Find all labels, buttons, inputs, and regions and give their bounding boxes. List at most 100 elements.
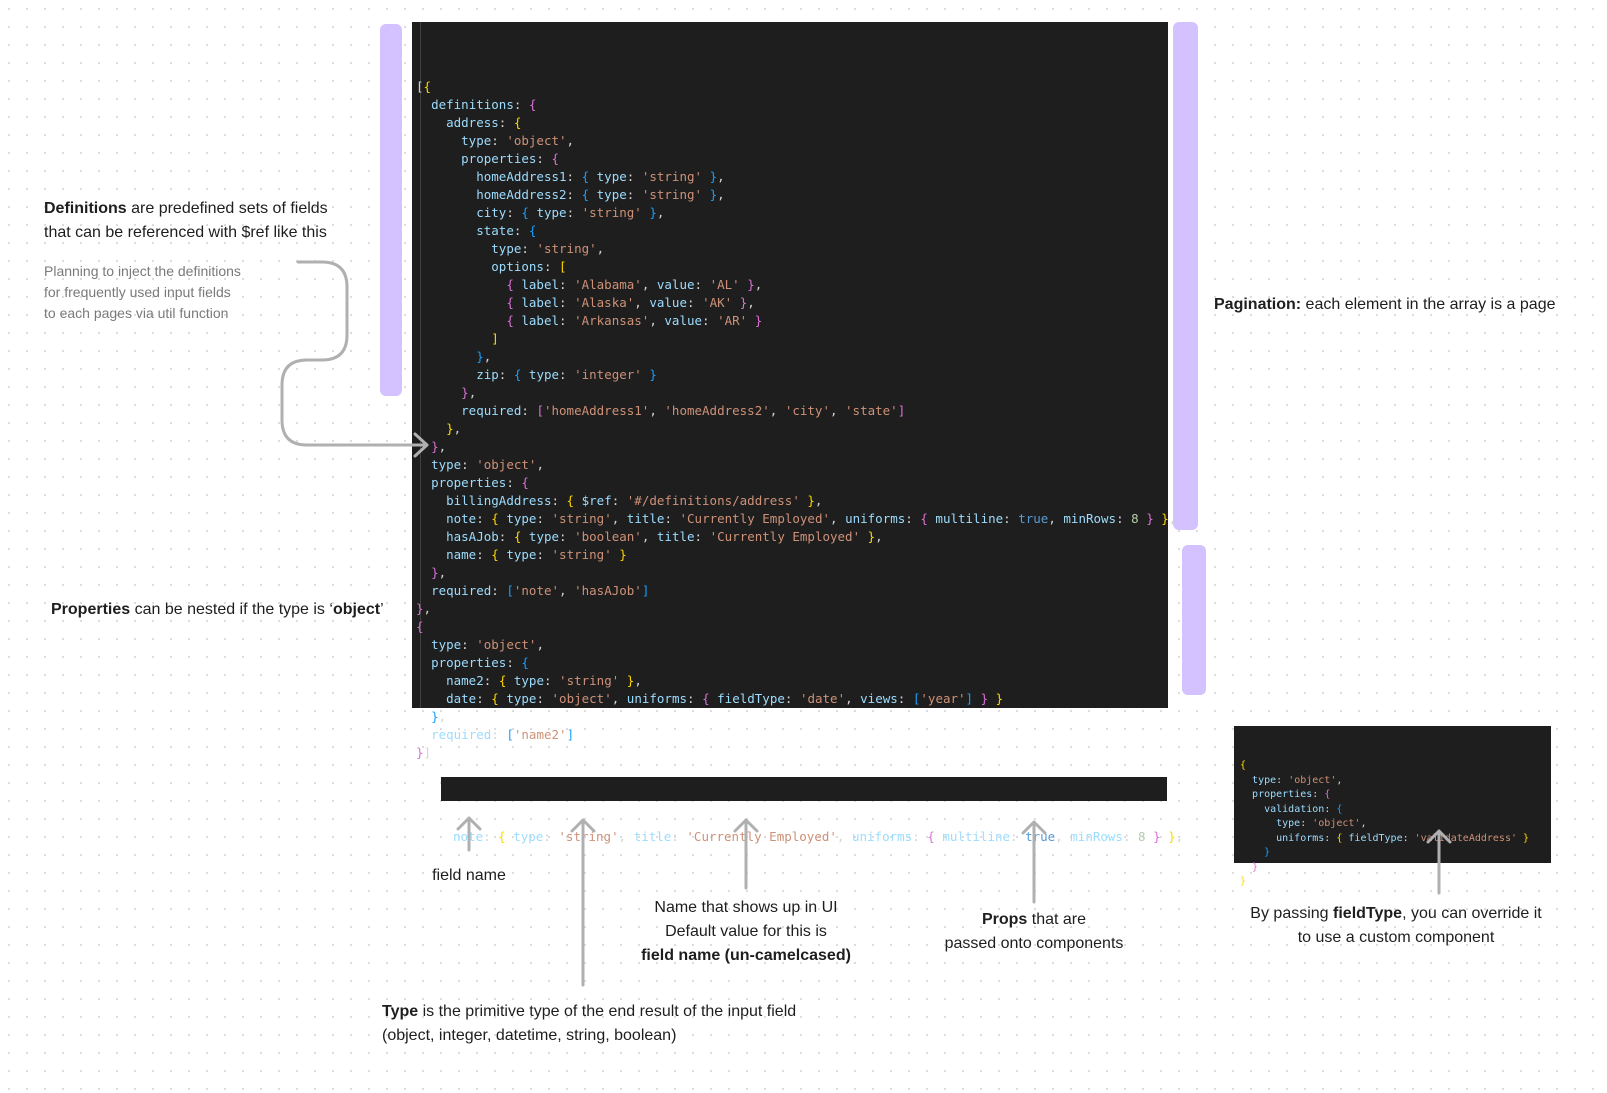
pagination-note: Pagination: each element in the array is… (1214, 293, 1594, 317)
code-token: ] (641, 583, 650, 598)
code-token: : (671, 829, 687, 844)
code-token: 'homeAddress2' (664, 403, 770, 418)
code-token: , (641, 529, 657, 544)
code-token: 'state' (845, 403, 898, 418)
code-token: , (1055, 829, 1071, 844)
code-token: : (687, 691, 703, 706)
code-token: type (461, 133, 492, 148)
title-note: Name that shows up in UI Default value f… (620, 896, 872, 968)
type-arrow (570, 818, 596, 987)
code-token: 'object' (506, 133, 567, 148)
field-name-note: field name (404, 864, 534, 888)
code-token: } (431, 565, 439, 580)
code-line: billingAddress: { $ref: '#/definitions/a… (412, 492, 1168, 510)
code-token: fieldType (1348, 832, 1403, 844)
code-token: homeAddress2 (476, 187, 567, 202)
code-line: { label: 'Arkansas', value: 'AR' } (412, 312, 1168, 330)
code-token: [ (506, 583, 514, 598)
title-note-line1: Name that shows up in UI (654, 899, 838, 916)
code-token: , (830, 511, 846, 526)
code-token: , (438, 439, 447, 454)
code-token: type (596, 169, 627, 184)
code-token: : (506, 655, 522, 670)
code-token: 'Alaska' (574, 295, 635, 310)
code-token: type (536, 205, 567, 220)
code-token: , (1336, 774, 1343, 786)
code-token: type (491, 241, 522, 256)
code-token: { (506, 295, 514, 310)
pagination-rest: each element in the array is a page (1301, 296, 1556, 313)
code-token: { (506, 313, 514, 328)
title-note-bold: field name (un-camelcased) (641, 947, 851, 964)
code-token: : (687, 295, 703, 310)
code-token: { (551, 151, 560, 166)
code-token: multiline (935, 511, 1004, 526)
code-token: : (476, 547, 492, 562)
code-token: required (431, 727, 492, 742)
code-token: : (559, 277, 575, 292)
field-name-label: field name (432, 867, 506, 884)
code-token: , (634, 295, 650, 310)
code-line: }, (412, 600, 1168, 618)
code-token: , (611, 691, 627, 706)
code-token: : (543, 259, 560, 274)
code-token: : (483, 673, 499, 688)
code-token: } (431, 709, 439, 724)
code-token: , (649, 403, 665, 418)
definitions-bracket-bar (380, 24, 402, 396)
code-token: : (559, 367, 575, 382)
code-line: }, (412, 384, 1168, 402)
code-token: { (416, 619, 424, 634)
code-token: 'AK' (702, 295, 733, 310)
code-line: { (1240, 759, 1551, 774)
code-token: , (754, 277, 763, 292)
code-token: 'homeAddress1' (543, 403, 650, 418)
code-token: 'string' (641, 169, 703, 184)
code-token: } (431, 439, 439, 454)
code-token: 'object' (476, 637, 537, 652)
code-line: properties: { (412, 654, 1168, 672)
code-token: } (980, 691, 989, 706)
code-token: : (491, 583, 507, 598)
code-token: , (845, 691, 861, 706)
code-token: zip (476, 367, 499, 382)
code-token: : (784, 691, 800, 706)
code-token: name (446, 547, 477, 562)
code-token: : (664, 511, 680, 526)
code-token: $ref (581, 493, 612, 508)
title-arrow (733, 818, 759, 890)
code-token: } (461, 385, 469, 400)
code-token: } (709, 169, 718, 184)
code-token: state (476, 223, 514, 238)
code-token: { (528, 223, 537, 238)
code-token: 'object' (551, 691, 612, 706)
code-line: homeAddress2: { type: 'string' }, (412, 186, 1168, 204)
code-token: { (513, 367, 522, 382)
code-line: }, (412, 708, 1168, 726)
code-line: city: { type: 'string' }, (412, 204, 1168, 222)
type-note: Type is the primitive type of the end re… (382, 1000, 852, 1048)
code-token: } (754, 313, 763, 328)
field-type-line2: to use a custom component (1297, 929, 1495, 946)
code-token: ] (423, 745, 432, 760)
code-line: properties: { (412, 150, 1168, 168)
schema-code-lines: [{ definitions: { address: { type: 'obje… (412, 78, 1176, 762)
pagination-bold: Pagination: (1214, 296, 1302, 313)
code-token: 'object' (476, 457, 537, 472)
code-token: [ (506, 727, 514, 742)
code-token: hasAJob (446, 529, 499, 544)
title-note-line2: Default value for this is (665, 923, 827, 940)
code-token: : (1324, 803, 1337, 815)
code-line: { label: 'Alaska', value: 'AK' }, (412, 294, 1168, 312)
code-token: } (1161, 511, 1169, 526)
code-token: 'Currently Employed' (679, 511, 831, 526)
code-token: , (566, 133, 575, 148)
code-token: 'string' (551, 547, 612, 562)
code-line: }, (412, 438, 1168, 456)
code-token: multiline (942, 829, 1011, 844)
ref-connector-arrow (280, 260, 429, 447)
code-token: , (559, 583, 575, 598)
code-token: , (769, 403, 785, 418)
code-token: '#/definitions/address' (626, 493, 800, 508)
code-token: : (1116, 511, 1132, 526)
